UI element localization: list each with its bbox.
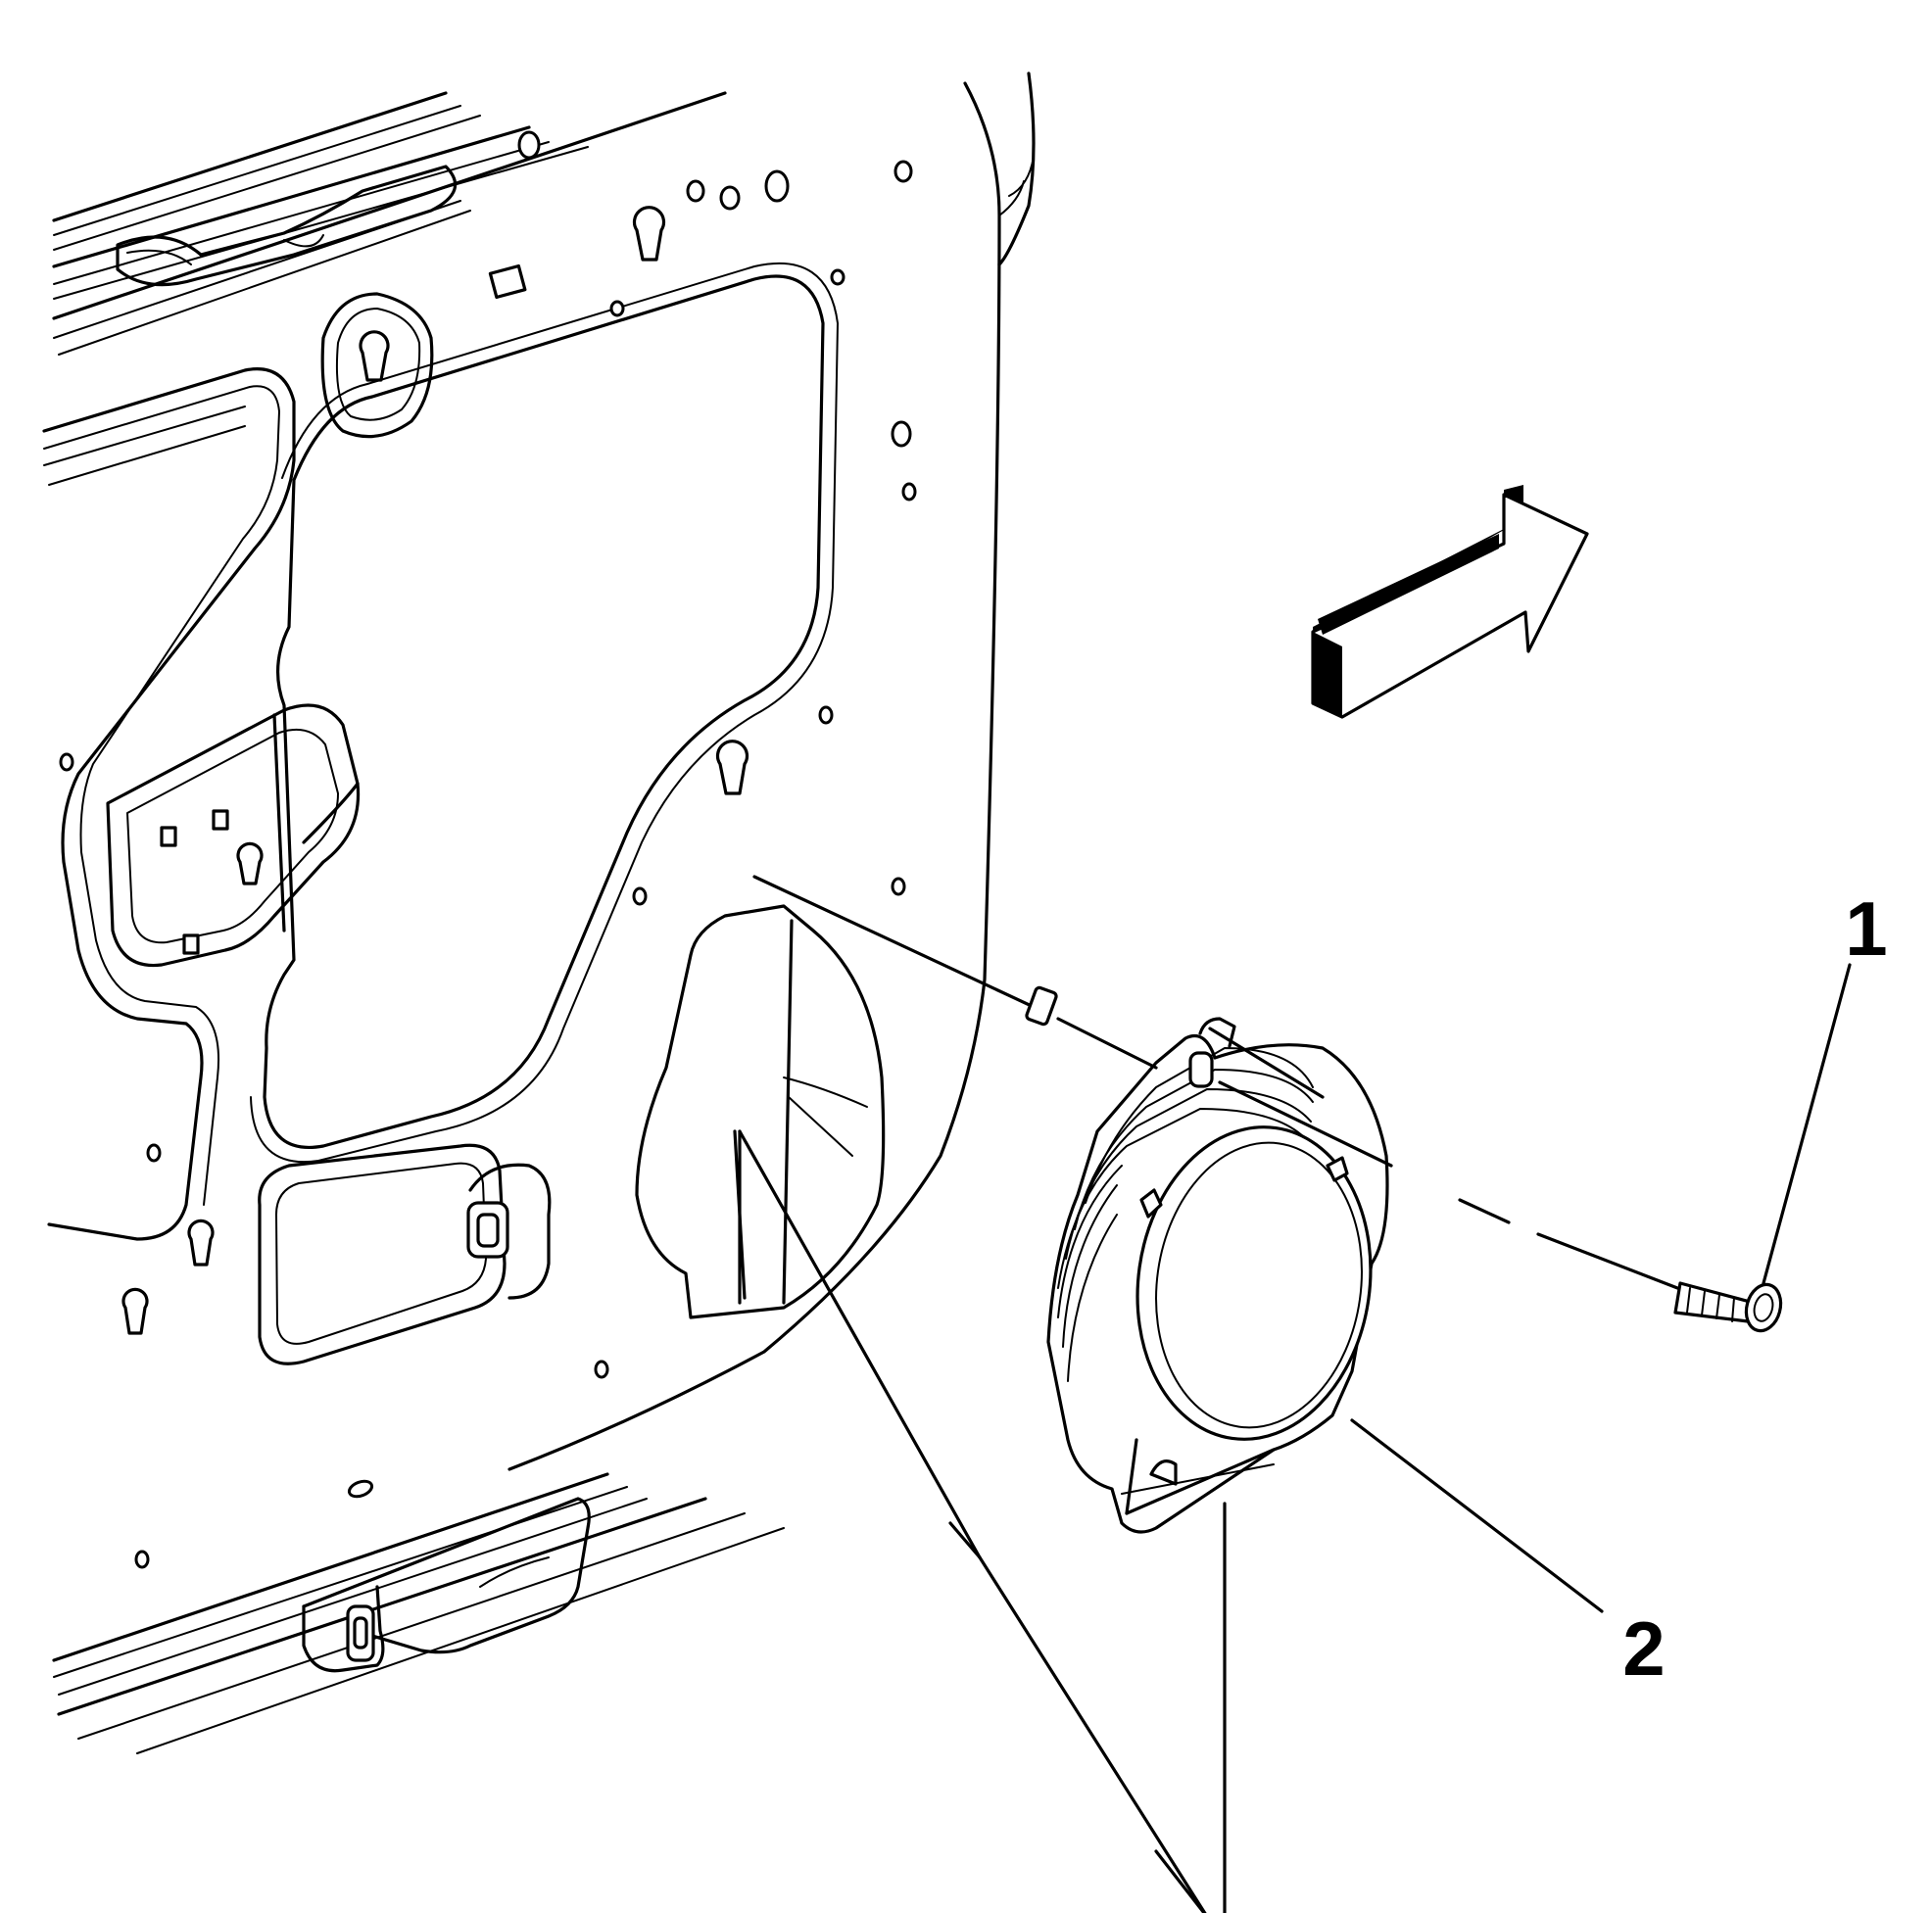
regulator-bracket [106,703,361,968]
speaker-cavity [635,904,982,1559]
mounting-holes [59,160,917,1569]
lower-belt-rails [52,1472,785,1754]
callout-2-leader [1350,1418,1604,1613]
fastener-bracket-left [978,1555,1207,1913]
door-inner-panel [507,72,1036,1471]
upper-mount-boss [320,292,434,439]
upper-belt-rails [52,91,727,356]
handle-pocket [258,1143,552,1365]
forward-direction-arrow [1311,485,1589,719]
callout-2-label: 2 [1622,1605,1665,1692]
speaker-assembly [1046,1017,1389,1534]
left-frame [42,367,296,1241]
access-opening [250,262,839,1164]
callout-1-label: 1 [1845,885,1887,972]
screw-fastener [752,875,1783,1333]
fastener-bracket-join [1154,1849,1207,1913]
fastener-bracket-left-dash [948,1521,982,1559]
callout-1-leader [1762,963,1852,1285]
leader-lines [948,963,1852,1913]
